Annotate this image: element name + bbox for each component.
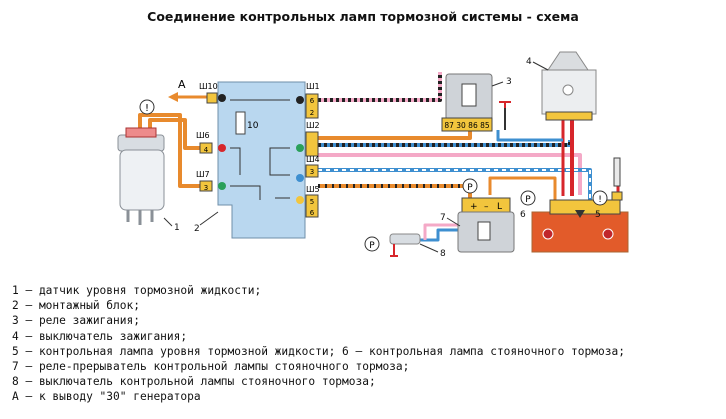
connectors: 4 3 6 2 3 5 6 — [199, 92, 319, 218]
diagram-title: Соединение контрольных ламп тормозной си… — [147, 9, 579, 24]
wire-orange-sensor-sh6 — [148, 118, 210, 150]
svg-text:6: 6 — [520, 210, 526, 220]
label-A: A — [178, 78, 186, 91]
svg-text:–: – — [484, 202, 489, 212]
svg-text:Ш6: Ш6 — [196, 131, 210, 140]
svg-text:L: L — [497, 202, 502, 212]
svg-text:Ш10: Ш10 — [199, 82, 218, 91]
wire-pink — [318, 153, 582, 195]
svg-text:3: 3 — [310, 168, 314, 176]
svg-text:6: 6 — [310, 209, 315, 217]
arrow-to-generator: A — [168, 78, 186, 102]
wiring-diagram: ! A 10 4 3 6 2 3 5 6 — [117, 51, 629, 259]
wire-relay7-lamp — [488, 176, 557, 200]
svg-text:3: 3 — [506, 77, 512, 87]
svg-text:Ш7: Ш7 — [196, 170, 210, 179]
warning-symbol-sensor: ! — [139, 99, 155, 115]
legend-item: 8 – выключатель контрольной лампы стояно… — [12, 375, 376, 389]
svg-text:+: + — [470, 202, 478, 212]
svg-text:Ш1: Ш1 — [306, 82, 320, 91]
svg-text:2: 2 — [194, 224, 200, 234]
legend-item: 2 – монтажный блок; — [12, 299, 140, 313]
legend-item: 3 – реле зажигания; — [12, 314, 140, 328]
svg-text:3: 3 — [204, 184, 208, 192]
svg-text:6: 6 — [310, 97, 315, 105]
ignition-switch — [541, 51, 597, 121]
wire-switch8 — [420, 228, 458, 242]
wire-relay-ignition — [496, 130, 563, 142]
svg-text:!: ! — [598, 195, 602, 205]
ignition-relay: 87 30 86 85 — [441, 73, 511, 132]
svg-text:5: 5 — [595, 210, 601, 220]
svg-text:2: 2 — [310, 109, 314, 117]
svg-text:Ш5: Ш5 — [306, 185, 320, 194]
svg-text:10: 10 — [247, 121, 259, 131]
svg-text:!: ! — [145, 103, 149, 114]
svg-text:P: P — [467, 183, 473, 193]
svg-text:5: 5 — [310, 198, 314, 206]
wire-sh5-orange — [318, 184, 472, 200]
svg-text:8: 8 — [440, 249, 446, 259]
legend-item: 5 – контрольная лампа уровня тормозной ж… — [12, 344, 625, 358]
svg-text:7: 7 — [440, 213, 446, 223]
wire-sh2-orange — [318, 130, 472, 140]
legend-item: 4 – выключатель зажигания; — [12, 329, 188, 343]
legend-item: 7 – реле-прерыватель контрольной лампы с… — [12, 360, 410, 374]
wire-orange-sensor-sh7 — [138, 113, 210, 188]
svg-text:Ш4: Ш4 — [306, 155, 320, 164]
callout-numbers: 1 2 3 4 5 6 7 8 — [163, 57, 601, 259]
svg-text:4: 4 — [526, 57, 532, 67]
instrument-panel-lamps: P ! — [520, 157, 629, 253]
svg-text:P: P — [369, 241, 375, 251]
mounting-block: 10 — [217, 81, 306, 239]
svg-text:87 30 86 85: 87 30 86 85 — [444, 121, 490, 130]
socket-labels: Ш10 Ш6 Ш7 Ш1 Ш2 Ш4 Ш5 — [196, 82, 320, 194]
legend-item: А – к выводу "30" генератора — [12, 390, 201, 404]
parking-symbol-relay: P — [462, 178, 478, 194]
svg-text:Ш2: Ш2 — [306, 121, 320, 130]
legend-list: 1 – датчик уровня тормозной жидкости; 2 … — [12, 283, 625, 405]
wire-sh1-relay — [318, 72, 442, 102]
brake-fluid-sensor — [117, 127, 165, 225]
svg-text:4: 4 — [204, 146, 209, 154]
legend-item: 1 – датчик уровня тормозной жидкости; — [12, 284, 262, 297]
parking-brake-switch: P — [364, 233, 421, 257]
svg-text:P: P — [525, 195, 531, 205]
relay-breaker: + – L — [457, 197, 515, 253]
svg-text:1: 1 — [174, 223, 180, 233]
